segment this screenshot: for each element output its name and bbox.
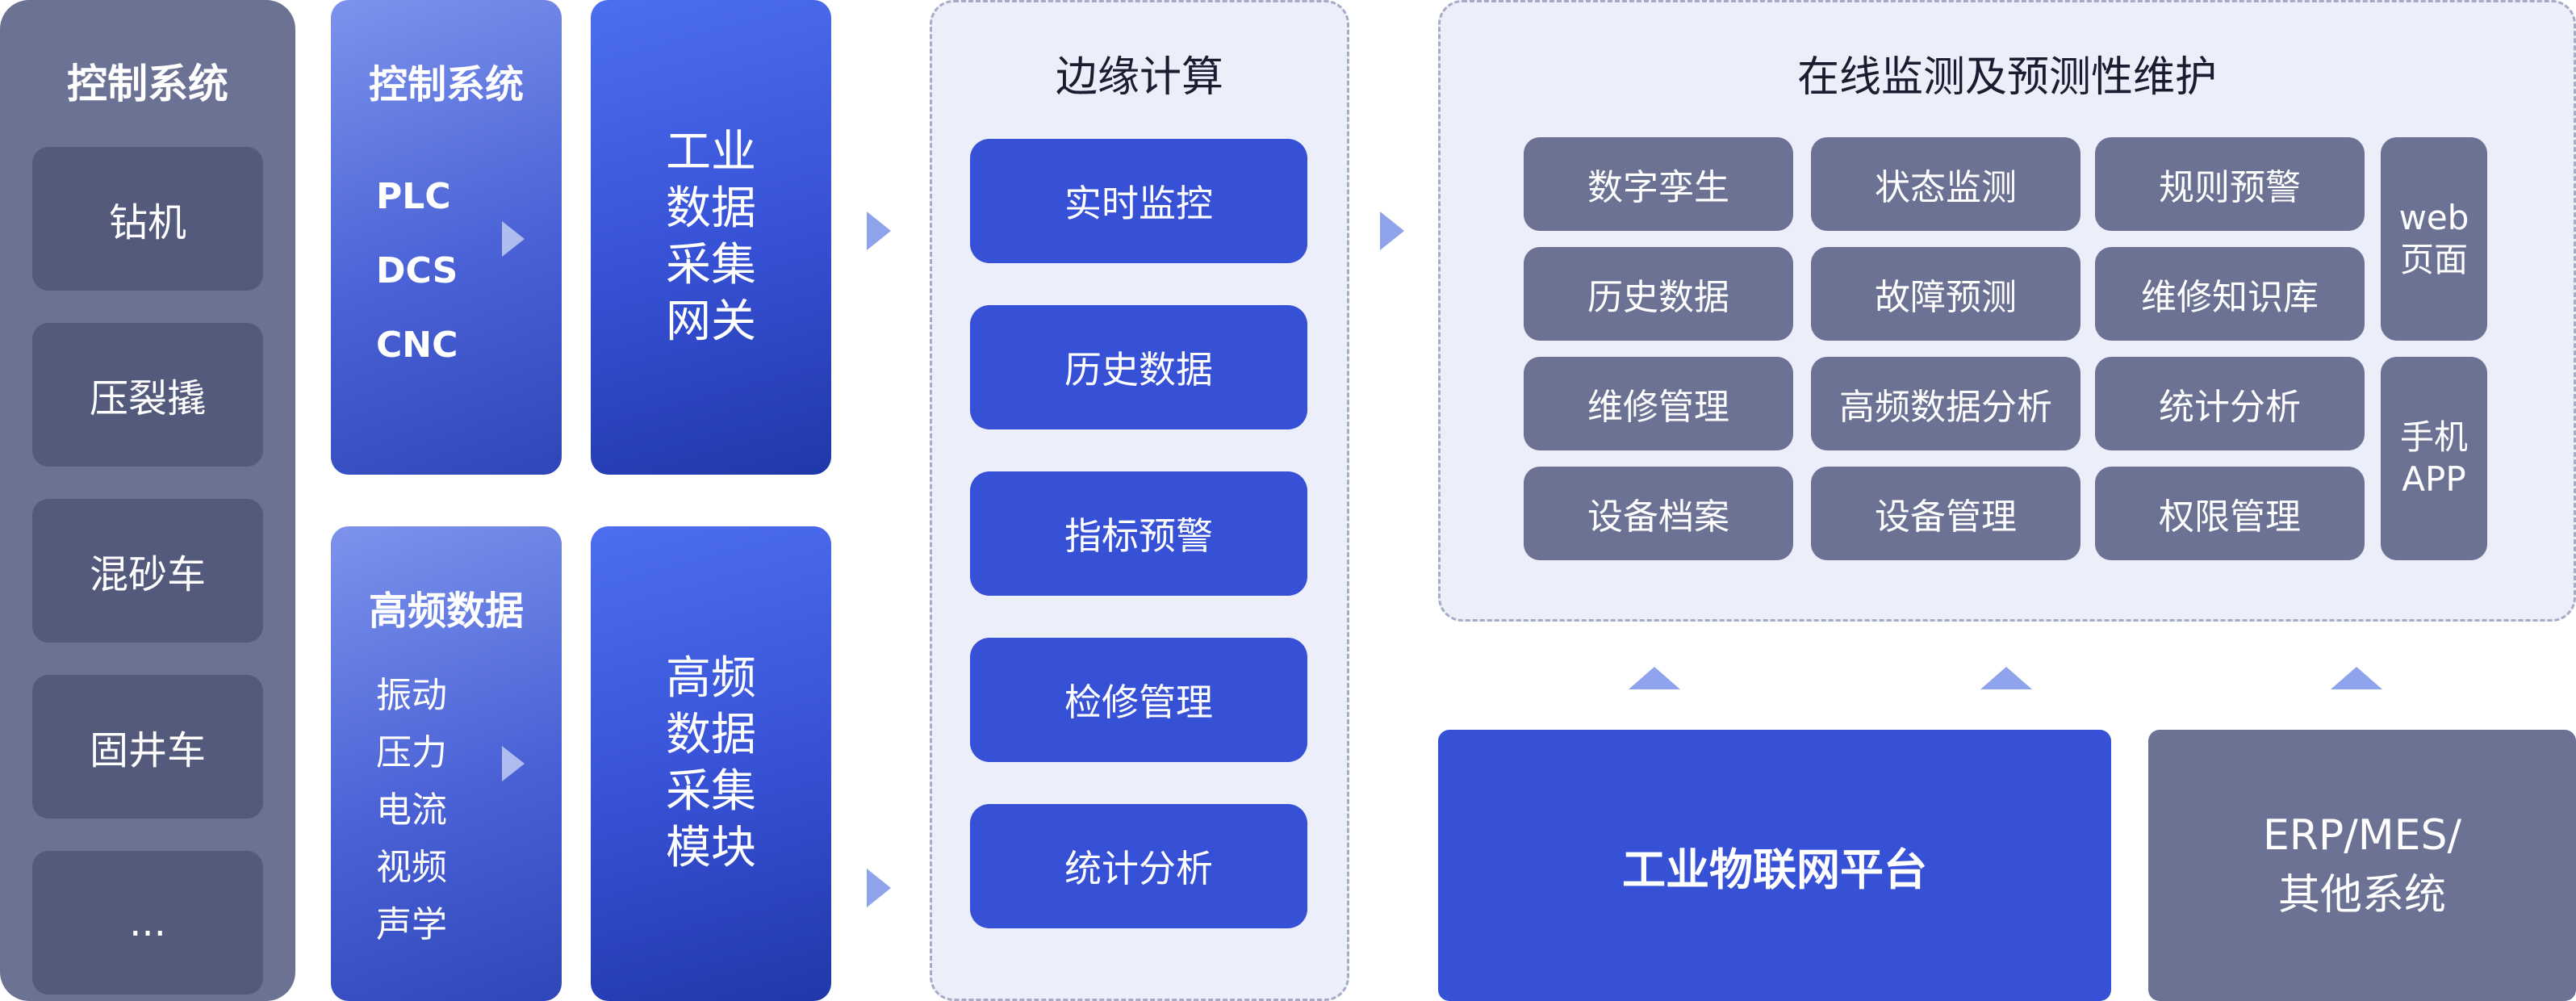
gateway-line: 工业 [666,126,756,178]
equipment-sand-blender: 混砂车 [32,499,263,643]
gateway-line: 采集 [666,239,756,291]
gateway-line: 数据 [666,182,756,235]
module-digital-twin: 数字孪生 [1524,137,1793,231]
edge-computing-title: 边缘计算 [1055,52,1223,102]
module-line: 高频 [666,652,756,705]
module-history-data: 历史数据 [1524,247,1793,341]
high-freq-data-title: 高频数据 [368,588,524,634]
module-line: 采集 [666,765,756,818]
signal-pressure: 压力 [376,732,447,773]
high-freq-module-box: 高频 数据 采集 模块 [591,526,831,1001]
erp-label: 其他系统 [2277,871,2446,919]
module-condition-monitoring: 状态监测 [1811,137,2080,231]
arrow-right-icon [867,212,891,250]
iot-platform-box: 工业物联网平台 [1438,730,2111,1001]
arrow-up-icon [1629,667,1680,689]
monitoring-title: 在线监测及预测性维护 [1796,52,2217,102]
module-fault-prediction: 故障预测 [1811,247,2080,341]
gateway-line: 网关 [666,295,756,348]
equipment-cementing-truck: 固井车 [32,675,263,819]
arrow-right-icon [502,221,525,257]
module-equipment-archive: 设备档案 [1524,467,1793,560]
signal-vibration: 振动 [376,675,447,716]
module-statistical-analysis: 统计分析 [2095,357,2365,450]
module-line: 数据 [666,709,756,761]
edge-item-indicator-alert: 指标预警 [970,471,1307,596]
module-rule-alert: 规则预警 [2095,137,2365,231]
module-equipment-management: 设备管理 [1811,467,2080,560]
web-label: web [2398,198,2469,237]
edge-item-statistical-analysis: 统计分析 [970,804,1307,928]
web-label: 页面 [2399,240,2468,279]
module-line: 模块 [666,822,756,874]
protocol-list: PLC DCS CNC [376,160,521,383]
edge-item-history-data: 历史数据 [970,305,1307,429]
app-label: 手机 [2399,417,2468,457]
equipment-more: ... [32,851,263,995]
arrow-right-icon [867,869,891,907]
edge-item-maintenance-management: 检修管理 [970,638,1307,762]
control-system-protocols-title: 控制系统 [368,62,524,107]
arrow-up-icon [1980,667,2032,689]
control-system-title: 控制系统 [67,61,228,107]
arrow-right-icon [1380,212,1404,250]
module-permission-management: 权限管理 [2095,467,2365,560]
module-high-freq-analysis: 高频数据分析 [1811,357,2080,450]
protocol-dcs: DCS [376,250,458,291]
arrow-right-icon [502,746,525,781]
edge-item-realtime-monitoring: 实时监控 [970,139,1307,263]
signal-current: 电流 [376,789,447,831]
erp-label: ERP/MES/ [2262,811,2462,860]
protocol-plc: PLC [376,176,451,217]
signal-acoustic: 声学 [376,904,447,945]
module-maintenance-knowledge-base: 维修知识库 [2095,247,2365,341]
web-page-client: web 页面 [2381,137,2487,341]
module-maintenance-management: 维修管理 [1524,357,1793,450]
signal-video: 视频 [376,847,447,888]
app-label: APP [2402,459,2466,499]
signal-list: 振动 压力 电流 视频 声学 [376,667,521,953]
erp-mes-box: ERP/MES/ 其他系统 [2148,730,2576,1001]
protocol-cnc: CNC [376,325,458,366]
equipment-drilling-rig: 钻机 [32,147,263,291]
iiot-gateway-box: 工业 数据 采集 网关 [591,0,831,475]
mobile-app-client: 手机 APP [2381,357,2487,560]
equipment-fracturing-skid: 压裂撬 [32,323,263,467]
arrow-up-icon [2331,667,2382,689]
